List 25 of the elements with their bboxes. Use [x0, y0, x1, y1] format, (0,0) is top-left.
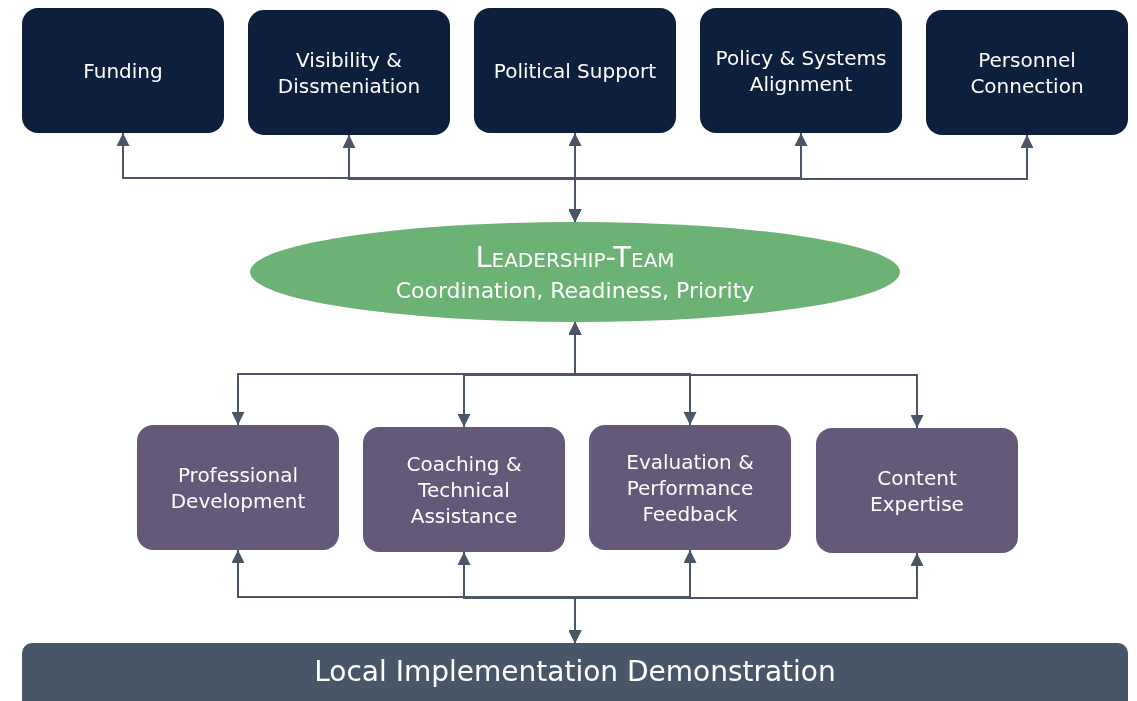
team-title: Leadership-Team	[475, 238, 675, 276]
box-label: Visibility & Dissmeniation	[276, 46, 422, 99]
box-label: Personnel Connection	[969, 46, 1085, 99]
foundation-bar	[22, 643, 1128, 701]
category-box	[700, 8, 902, 133]
box-label: Professional Development	[169, 461, 307, 514]
category-box	[926, 10, 1128, 135]
team-subtitle: Coordination, Readiness, Priority	[395, 276, 755, 305]
connector-arrow	[568, 321, 924, 429]
box-label: Policy & Systems Alignment	[714, 44, 888, 97]
box-label: Local Implementation Demonstration	[314, 653, 836, 690]
service-box	[137, 425, 339, 550]
box-label: Funding	[83, 57, 163, 84]
box-label: Content Expertise	[869, 464, 965, 517]
category-box	[248, 10, 450, 135]
box-label: Evaluation & Performance Feedback	[625, 448, 755, 527]
box-label: Political Support	[493, 57, 657, 84]
service-box	[589, 425, 791, 550]
service-box	[816, 428, 1018, 553]
service-box	[363, 427, 565, 552]
connector-arrow	[568, 552, 924, 644]
box-label: Coaching & Technical Assistance	[405, 450, 523, 529]
category-box	[22, 8, 224, 133]
category-box	[474, 8, 676, 133]
connector-arrow	[568, 134, 1034, 223]
